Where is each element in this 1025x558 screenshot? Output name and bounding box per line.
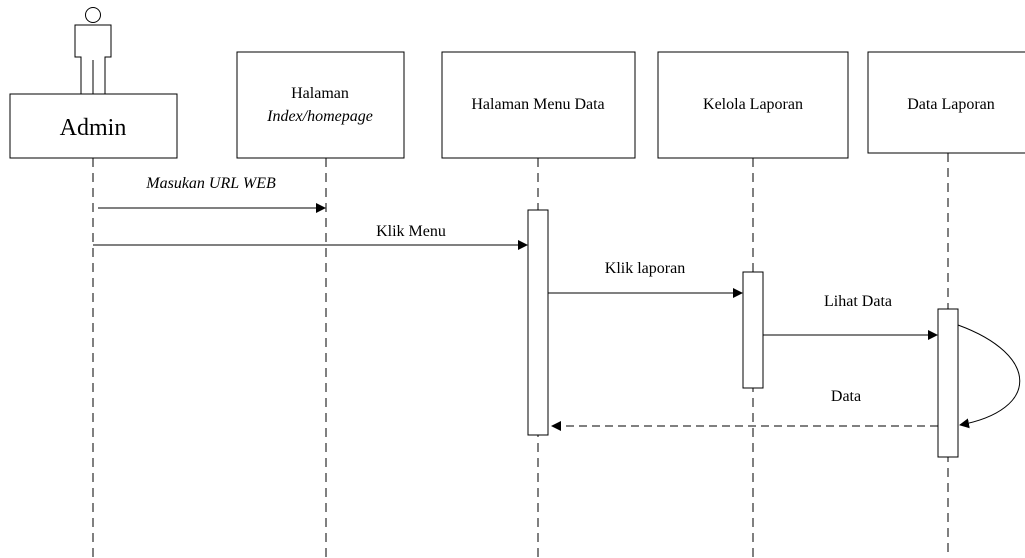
message-label-klik-laporan: Klik laporan xyxy=(605,260,685,277)
lifeline-box-menu-data: Halaman Menu Data xyxy=(441,51,636,159)
lifeline-box-data-laporan: Data Laporan xyxy=(867,51,1025,154)
lifeline-label-data-laporan: Data Laporan xyxy=(907,96,995,113)
lifeline-label-kelola-laporan: Kelola Laporan xyxy=(703,96,803,113)
self-call-arrow xyxy=(957,324,1021,429)
actor-box xyxy=(9,93,178,159)
activation-data-laporan xyxy=(937,308,959,458)
actor-admin xyxy=(9,7,178,159)
message-label-data-return: Data xyxy=(831,388,861,405)
lifeline-box-homepage: Halaman Index/homepage xyxy=(236,51,405,159)
message-label-lihat-data: Lihat Data xyxy=(824,293,892,310)
activation-menu-data xyxy=(527,209,549,436)
actor-label: Admin xyxy=(60,115,127,141)
lifeline-box-kelola-laporan: Kelola Laporan xyxy=(657,51,849,159)
lifeline-label-homepage-line2: Index/homepage xyxy=(266,108,373,125)
activation-kelola-laporan xyxy=(742,271,764,389)
message-label-masukan-url: Masukan URL WEB xyxy=(145,175,276,192)
person-icon xyxy=(74,7,112,95)
lifeline-label-homepage-line1: Halaman xyxy=(291,85,349,102)
message-label-klik-menu: Klik Menu xyxy=(376,223,446,240)
lifeline-label-menu-data: Halaman Menu Data xyxy=(471,96,604,113)
